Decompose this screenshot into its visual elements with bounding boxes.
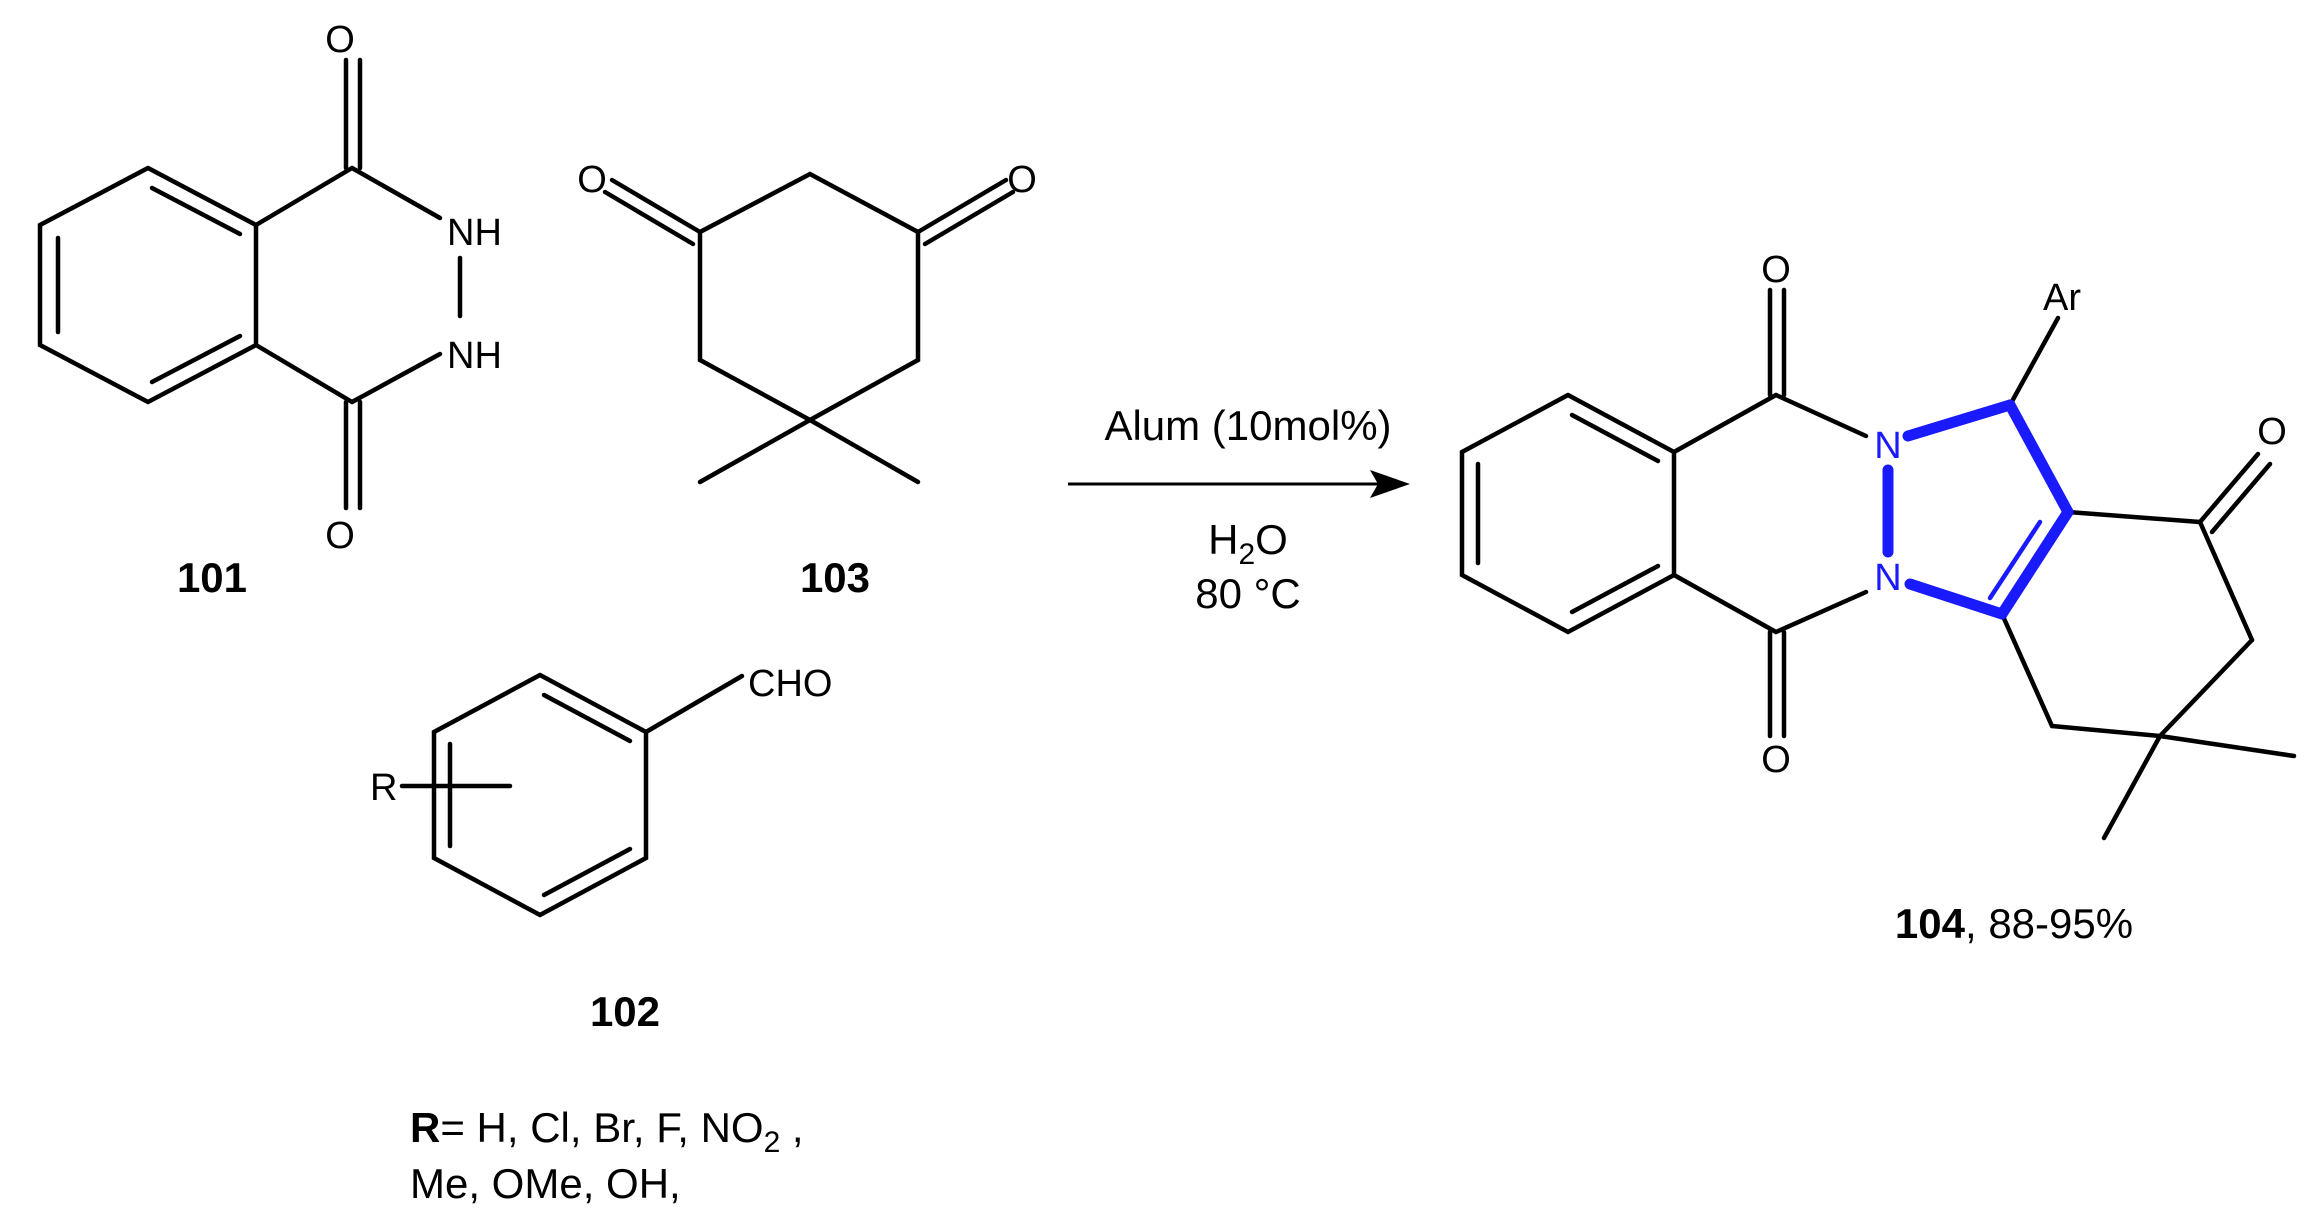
atom-label-oxygen: O [325, 19, 355, 61]
atom-label-cho: CHO [748, 663, 832, 705]
substituent-tail: , [780, 1104, 803, 1151]
substituent-r-label: R [410, 1104, 440, 1151]
atom-label-oxygen: O [1761, 739, 1791, 781]
atom-label-r: R [370, 767, 397, 809]
compound-number-102: 102 [590, 988, 660, 1035]
compound-104-yield: , 88-95% [1965, 900, 2133, 947]
substituent-list-line-1: R= H, Cl, Br, F, NO2 , [410, 1104, 804, 1159]
compound-101-structure [37, 57, 463, 511]
condition-solvent: H2O [1208, 516, 1288, 571]
compound-103-structure [602, 171, 1016, 485]
solvent-o: O [1255, 516, 1288, 563]
reaction-arrow [1068, 470, 1410, 498]
substituent-list-line-2: Me, OMe, OH, [410, 1160, 681, 1207]
substituent-subscript: 2 [764, 1126, 781, 1159]
atom-label-oxygen: O [1761, 249, 1791, 291]
compound-number-104: 104 [1895, 900, 1966, 947]
highlighted-pyrazole-ring [1882, 399, 2074, 620]
compound-number-101: 101 [177, 554, 247, 601]
atom-label-nitrogen: N [1874, 425, 1901, 467]
atom-label-oxygen: O [577, 159, 607, 201]
compound-104-structure [1459, 287, 2297, 841]
solvent-subscript: 2 [1238, 538, 1255, 571]
atom-label-nh: NH [447, 212, 502, 254]
atom-label-nh: NH [447, 335, 502, 377]
atom-label-oxygen: O [325, 515, 355, 557]
compound-104-label: 104, 88-95% [1895, 900, 2133, 947]
substituent-values: = H, Cl, Br, F, NO [440, 1104, 763, 1151]
atom-label-oxygen: O [1007, 159, 1037, 201]
solvent-h: H [1208, 516, 1238, 563]
atom-label-oxygen: O [2257, 411, 2287, 453]
condition-catalyst: Alum (10mol%) [1104, 402, 1391, 449]
condition-temperature: 80 °C [1195, 570, 1301, 617]
atom-label-nitrogen: N [1874, 557, 1901, 599]
compound-number-103: 103 [800, 554, 870, 601]
compound-102-structure [399, 672, 745, 918]
atom-label-ar: Ar [2043, 277, 2081, 319]
